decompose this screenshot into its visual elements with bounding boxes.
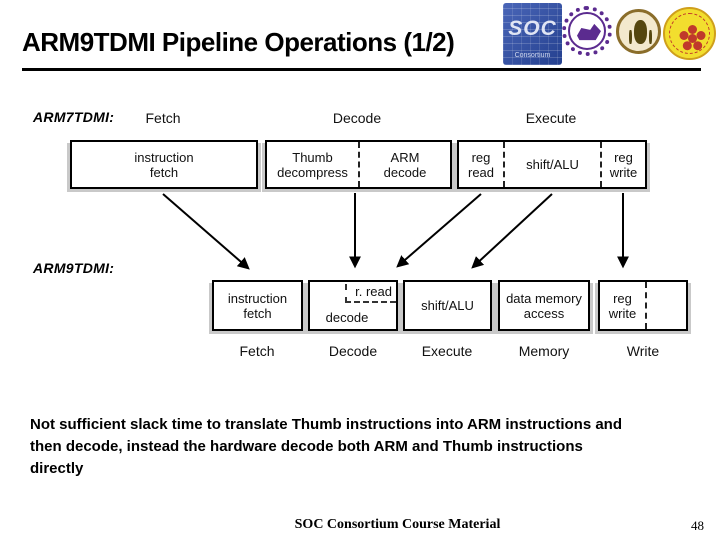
arm9-stage-fetch: Fetch xyxy=(239,343,275,359)
footer-course-material: SOC Consortium Course Material xyxy=(294,517,501,532)
title-underline xyxy=(22,68,701,71)
arm7-decode-box: Thumb decompress ARM decode xyxy=(265,140,452,189)
arm7tdmi-label: ARM7TDMI: xyxy=(33,109,115,125)
arm7-thumb-decompress-cell: Thumb decompress xyxy=(277,149,348,180)
arm7-execute-box: reg read shift/ALU reg write xyxy=(457,140,647,189)
purple-university-seal-icon xyxy=(562,6,612,56)
arm9-data-memory-access-cell: data memory access xyxy=(506,290,582,321)
arm9-write-box: reg write xyxy=(598,280,688,331)
arm9-instruction-fetch-cell: instruction fetch xyxy=(227,290,288,321)
arm7-reg-read-cell: reg read xyxy=(467,149,495,180)
gold-university-seal-icon xyxy=(616,9,661,54)
arm9tdmi-label: ARM9TDMI: xyxy=(33,260,115,276)
page-number: 48 xyxy=(691,518,704,533)
slide-body-text: Not sufficient slack time to translate T… xyxy=(30,416,622,477)
arm9-stage-write: Write xyxy=(626,343,660,359)
soc-logo-text: SOC xyxy=(508,17,557,40)
arm9-reg-write-cell: reg write xyxy=(608,290,637,321)
arm9-fetch-box: instruction fetch xyxy=(212,280,303,331)
seal-ring xyxy=(568,12,606,50)
arm9-stage-execute: Execute xyxy=(421,343,473,359)
arm9-decode-box: r. read decode xyxy=(308,280,398,331)
arm7-shift-alu-cell: shift/ALU xyxy=(503,142,600,187)
soc-consortium-logo-icon: SOC Consortium xyxy=(503,3,562,65)
slide-title: ARM9TDMI Pipeline Operations (1/2) xyxy=(22,27,455,57)
yellow-university-seal-icon xyxy=(663,7,716,60)
arm9-empty-cell xyxy=(645,282,686,329)
arm9-reg-read-subcell: r. read xyxy=(345,284,396,303)
arm7-stage-decode: Decode xyxy=(332,110,382,126)
arm9-stage-memory: Memory xyxy=(518,343,570,359)
arm9-execute-box: shift/ALU xyxy=(403,280,492,331)
arm9-stage-decode: Decode xyxy=(328,343,378,359)
arm7-stage-execute: Execute xyxy=(525,110,577,126)
arm9-decode-cell: decode xyxy=(325,310,369,325)
arm9-memory-box: data memory access xyxy=(498,280,590,331)
plum-blossom-icon xyxy=(688,34,697,43)
arm7-instruction-fetch-cell: instruction fetch xyxy=(134,149,194,180)
seal-ring xyxy=(669,13,710,54)
arm7-arm-decode-cell: ARM decode xyxy=(358,142,450,187)
seal-emblem xyxy=(634,20,647,44)
arm7-reg-write-cell: reg write xyxy=(600,142,645,187)
arm7-stage-fetch: Fetch xyxy=(145,110,181,126)
arm7-fetch-box: instruction fetch xyxy=(70,140,258,189)
soc-logo-subtext: Consortium xyxy=(514,52,551,59)
arm9-shift-alu-cell: shift/ALU xyxy=(421,298,474,313)
